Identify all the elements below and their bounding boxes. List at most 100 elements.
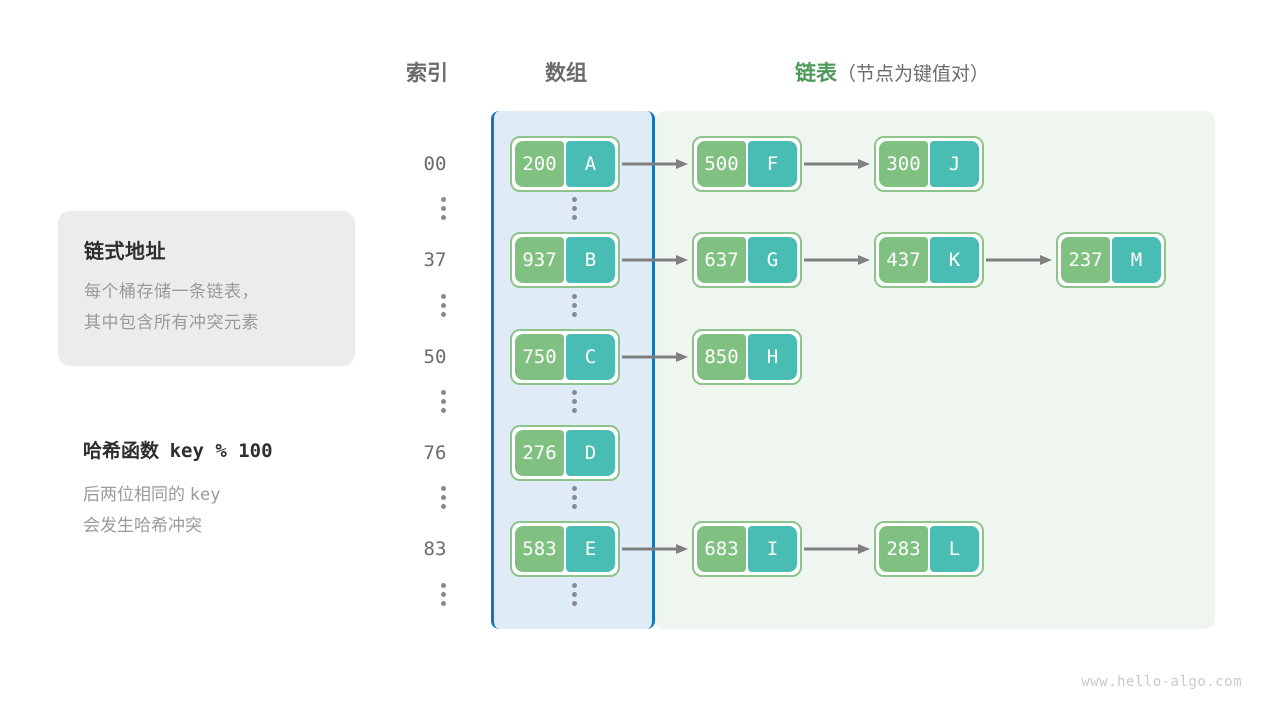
node-key: 637 [697, 237, 746, 283]
bucket-index-label: 76 [423, 442, 447, 464]
hash-note-line-1-text: 后两位相同的 [83, 485, 185, 504]
hash-note-line-1: 后两位相同的 key [83, 480, 220, 505]
node-value: L [930, 526, 979, 572]
header-linked-list-main: 链表 [795, 62, 837, 85]
index-ellipsis [435, 197, 451, 220]
header-linked-list: 链表（节点为键值对） [795, 57, 989, 87]
node-value: H [748, 334, 797, 380]
node-value: C [566, 334, 615, 380]
node-value: M [1112, 237, 1161, 283]
ellipsis-dot [440, 408, 446, 413]
bucket-index-label: 50 [423, 346, 447, 368]
bucket-index-label: 83 [423, 538, 447, 560]
index-ellipsis [435, 486, 451, 509]
hash-note-line-2: 会发生哈希冲突 [83, 516, 202, 535]
node-key: 500 [697, 141, 746, 187]
node-key: 683 [697, 526, 746, 572]
ellipsis-dot [571, 495, 577, 500]
ellipsis-dot [571, 206, 577, 211]
ellipsis-dot [440, 197, 446, 202]
ellipsis-dot [571, 303, 577, 308]
node-value: I [748, 526, 797, 572]
link-arrow [622, 159, 688, 169]
ellipsis-dot [571, 390, 577, 395]
ellipsis-dot [571, 592, 577, 597]
index-ellipsis [435, 294, 451, 317]
array-ellipsis [566, 294, 582, 317]
ellipsis-dot [440, 294, 446, 299]
array-ellipsis [566, 583, 582, 606]
node-value: K [930, 237, 979, 283]
node-key: 583 [515, 526, 564, 572]
ellipsis-dot [440, 583, 446, 588]
ellipsis-dot [440, 486, 446, 491]
bucket-index-label: 00 [423, 153, 447, 175]
ellipsis-dot [440, 312, 446, 317]
node-key: 937 [515, 237, 564, 283]
info-card-line-2: 其中包含所有冲突元素 [84, 313, 259, 332]
link-arrow [804, 544, 870, 554]
node-key: 200 [515, 141, 564, 187]
ellipsis-dot [440, 592, 446, 597]
watermark: www.hello-algo.com [1081, 674, 1242, 690]
info-card-title: 链式地址 [84, 241, 166, 263]
ellipsis-dot [571, 294, 577, 299]
node-value: D [566, 430, 615, 476]
ellipsis-dot [571, 486, 577, 491]
node-key: 276 [515, 430, 564, 476]
info-card-line-1: 每个桶存储一条链表， [84, 282, 259, 301]
link-arrow [622, 352, 688, 362]
info-card: 链式地址 每个桶存储一条链表， 其中包含所有冲突元素 [58, 211, 355, 366]
array-ellipsis [566, 390, 582, 413]
node-key: 300 [879, 141, 928, 187]
node-value: B [566, 237, 615, 283]
node-value: G [748, 237, 797, 283]
node-value: A [566, 141, 615, 187]
ellipsis-dot [571, 399, 577, 404]
node-value: F [748, 141, 797, 187]
node-value: E [566, 526, 615, 572]
node-value: J [930, 141, 979, 187]
ellipsis-dot [440, 206, 446, 211]
header-index: 索引 [406, 62, 448, 85]
header-array: 数组 [545, 62, 587, 85]
ellipsis-dot [440, 504, 446, 509]
link-arrow [804, 255, 870, 265]
link-arrow [804, 159, 870, 169]
ellipsis-dot [571, 197, 577, 202]
ellipsis-dot [571, 504, 577, 509]
ellipsis-dot [571, 312, 577, 317]
hash-function-label: 哈希函数 [83, 441, 160, 462]
bucket-index-label: 37 [423, 249, 447, 271]
ellipsis-dot [571, 583, 577, 588]
node-key: 750 [515, 334, 564, 380]
index-ellipsis [435, 583, 451, 606]
array-ellipsis [566, 197, 582, 220]
node-key: 437 [879, 237, 928, 283]
header-linked-list-note: （节点为键值对） [837, 64, 990, 85]
node-key: 237 [1061, 237, 1110, 283]
hash-function-title: 哈希函数 key % 100 [83, 436, 273, 463]
link-arrow [622, 255, 688, 265]
link-arrow [622, 544, 688, 554]
ellipsis-dot [571, 601, 577, 606]
ellipsis-dot [440, 601, 446, 606]
ellipsis-dot [440, 303, 446, 308]
ellipsis-dot [440, 215, 446, 220]
node-key: 283 [879, 526, 928, 572]
ellipsis-dot [440, 390, 446, 395]
link-arrow [986, 255, 1052, 265]
ellipsis-dot [571, 215, 577, 220]
